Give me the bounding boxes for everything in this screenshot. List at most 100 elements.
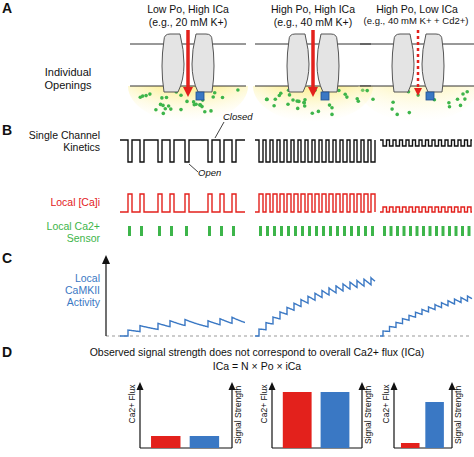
sensor-tick [422, 226, 425, 236]
flux-arrowhead [414, 88, 422, 96]
calcium-cloud [358, 86, 474, 122]
channel-subunit [287, 34, 309, 92]
sensor-tick [343, 226, 346, 236]
sensor-tick [301, 226, 304, 236]
calcium-ion [160, 96, 164, 100]
calcium-ion [265, 98, 269, 102]
y-axis [271, 388, 272, 448]
y-axis [393, 388, 394, 448]
calcium-ion [459, 104, 463, 108]
calcium-trace [380, 207, 472, 212]
calcium-ion [448, 105, 452, 109]
sensor-tick [468, 226, 471, 236]
condition-header: High Po, Low ICa [360, 3, 474, 15]
calcium-ion [371, 98, 375, 102]
calcium-ion [203, 110, 207, 114]
camkii-trace [255, 278, 375, 336]
condition-example: (e.g., 40 mM K+) [253, 16, 373, 28]
calcium-ion [185, 100, 189, 104]
baseline [106, 336, 472, 337]
sensor-tick [429, 226, 432, 236]
condition-example: (e.g., 20 mM K+) [128, 16, 248, 28]
equation: ICa = N × Po × iCa [40, 360, 474, 372]
sensor-tick [435, 226, 438, 236]
calcium-sensor [426, 92, 434, 100]
signal-bar [425, 402, 444, 448]
panel-letter: C [2, 250, 22, 266]
calcium-ion [221, 96, 225, 100]
calcium-ion [164, 107, 168, 111]
sensor-tick [259, 226, 262, 236]
sensor-tick [336, 226, 339, 236]
calcium-ion [167, 104, 171, 108]
calcium-ion [286, 102, 290, 106]
sensor-tick [448, 226, 451, 236]
calcium-ion [357, 100, 361, 104]
calcium-ion [447, 101, 451, 105]
calcium-ion [211, 95, 215, 99]
sensor-tick [461, 226, 464, 236]
calcium-ion [159, 103, 163, 107]
calcium-ion [391, 100, 395, 104]
calcium-sensor [321, 92, 329, 100]
panel-letter: A [2, 0, 22, 16]
y-axis [451, 388, 452, 448]
condition-header: Low Po, High ICa [128, 3, 248, 15]
sensor-tick [371, 226, 374, 236]
row-label: Individual Openings [28, 66, 108, 91]
sensor-tick [308, 226, 311, 236]
calcium-ion [272, 104, 276, 108]
sensor-tick [416, 226, 419, 236]
calcium-ion [303, 104, 307, 108]
row-label: Single Channel Kinetics [20, 129, 100, 153]
flux-arrowhead [183, 87, 193, 97]
sensor-tick [390, 226, 393, 236]
calcium-trace [255, 194, 375, 212]
calcium-ion [408, 111, 412, 115]
annotation: Closed [223, 112, 263, 123]
flux-arrowhead [308, 87, 318, 97]
condition-header: High Po, High ICa [253, 3, 373, 15]
calcium-ion [200, 105, 204, 109]
y-axis [361, 388, 362, 448]
axis-arrowhead [391, 382, 398, 390]
calcium-ion [328, 103, 332, 107]
axis-label: Ca2+ Flux [382, 379, 392, 429]
channel-trace [380, 140, 472, 146]
calcium-ion [461, 92, 465, 96]
calcium-ion [213, 91, 217, 95]
calcium-ion [330, 113, 334, 117]
flux-arrow [311, 30, 315, 88]
sensor-tick [170, 226, 173, 236]
axis-arrowhead [102, 255, 110, 264]
calcium-ion [144, 94, 148, 98]
axis-arrowhead [269, 382, 276, 390]
calcium-ion [162, 112, 166, 116]
calcium-ion [139, 96, 143, 100]
calcium-ion [279, 92, 283, 96]
calcium-ion [365, 89, 369, 93]
calcium-trace [120, 194, 245, 212]
y-axis [139, 388, 140, 448]
sensor-tick [273, 226, 276, 236]
calcium-ion [154, 108, 158, 112]
row-label: Local [Ca]i [10, 196, 100, 208]
calcium-ion [179, 108, 183, 112]
y-axis [231, 388, 232, 448]
calcium-ion [456, 98, 460, 102]
calcium-ion [209, 109, 213, 113]
y-axis [105, 262, 106, 336]
camkii-trace [380, 296, 472, 336]
axis-label: Signal Strength [454, 380, 464, 450]
calcium-ion [317, 110, 321, 114]
sensor-tick [350, 226, 353, 236]
calcium-ion [165, 96, 169, 100]
sensor-tick [357, 226, 360, 236]
sensor-tick [128, 226, 131, 236]
condition-example: (e.g., 40 mM K+ + Cd2+) [358, 16, 474, 27]
calcium-ion [311, 111, 315, 115]
calcium-ion [330, 106, 334, 110]
row-label: Local CaMKII Activity [46, 272, 100, 308]
sensor-tick [287, 226, 290, 236]
